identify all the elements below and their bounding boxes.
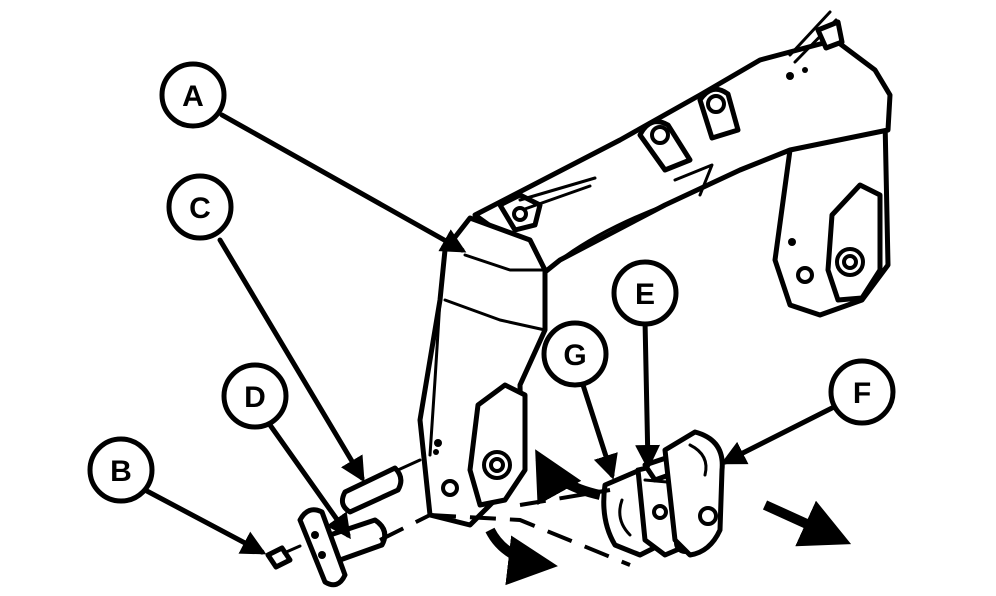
callout-label-d: D	[244, 381, 266, 414]
callout-label-e: E	[635, 278, 655, 311]
callout-label-g: G	[563, 339, 586, 372]
motion-arrows	[485, 449, 852, 586]
callout-c: C	[166, 173, 234, 241]
leader-lines	[142, 112, 835, 555]
bolt-b	[265, 544, 302, 570]
hitch-frame	[417, 10, 893, 528]
callout-g: G	[541, 320, 609, 388]
callout-f: F	[828, 358, 896, 426]
pin-d	[297, 507, 388, 588]
callout-label-f: F	[853, 377, 871, 410]
callout-label-a: A	[182, 80, 204, 113]
callout-e: E	[611, 259, 679, 327]
callout-label-c: C	[189, 192, 211, 225]
pin-c	[339, 458, 422, 515]
callout-label-b: B	[110, 455, 132, 488]
callout-b: B	[87, 436, 155, 504]
callout-d: D	[221, 362, 289, 430]
callout-a: A	[159, 61, 227, 129]
hook-assembly	[601, 429, 725, 558]
